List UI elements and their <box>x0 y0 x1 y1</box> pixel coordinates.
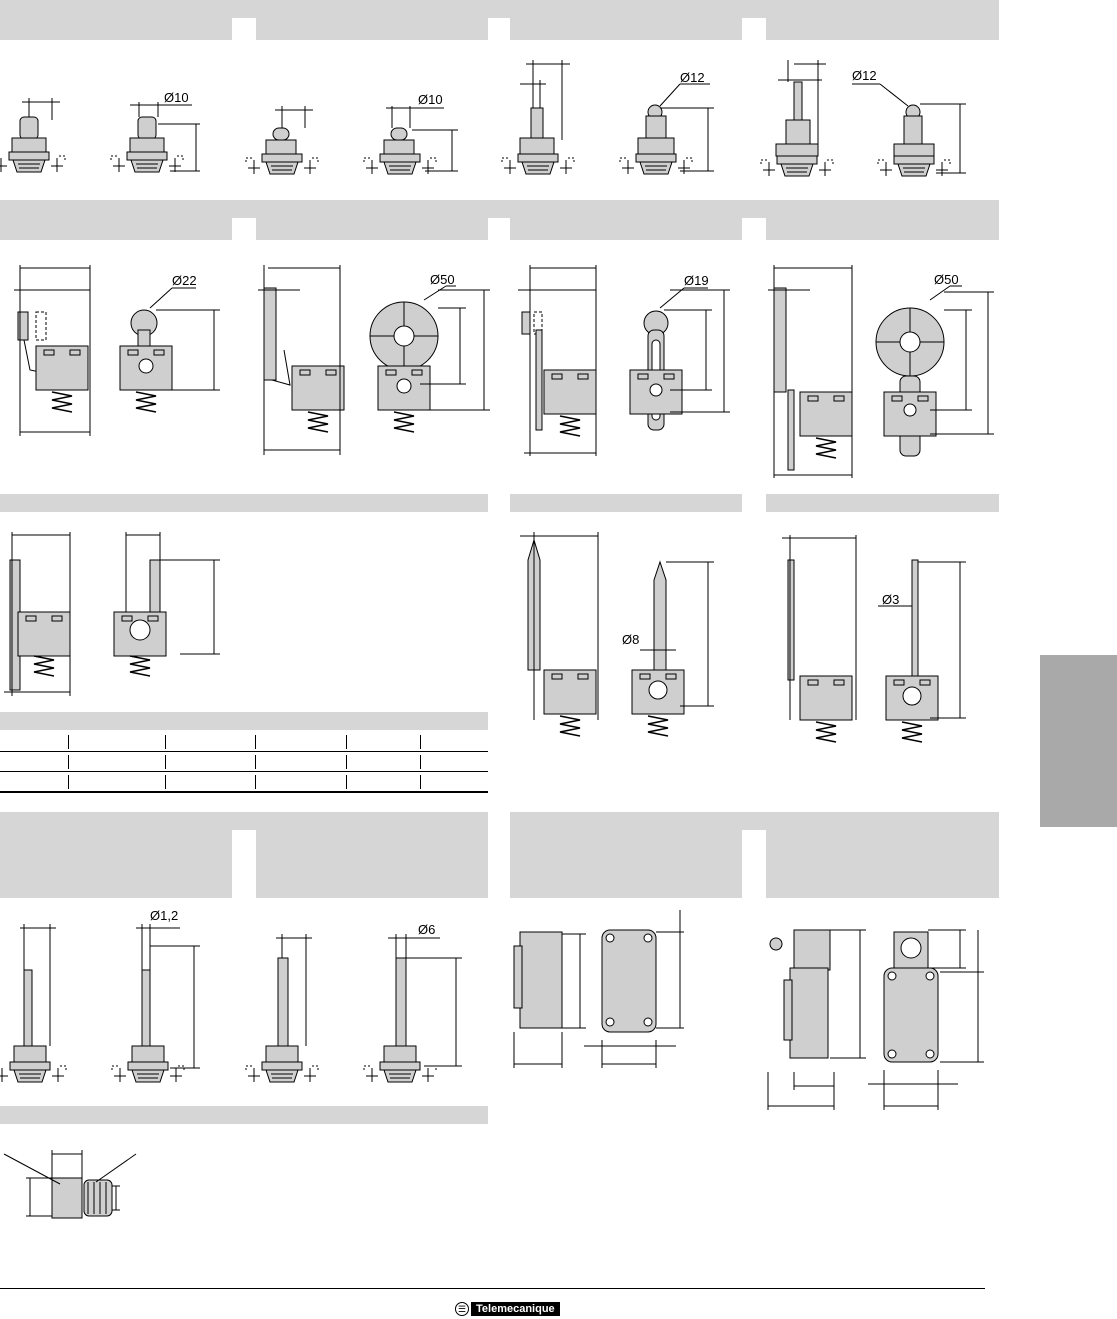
footer-rule <box>0 1288 985 1289</box>
spring-rod-side <box>520 532 599 737</box>
roller-lever-plunger-side <box>760 60 834 177</box>
table-row <box>0 772 488 793</box>
header-band-row1-e <box>766 18 999 40</box>
dimension-label: Ø12 <box>680 70 705 85</box>
switch-body-2-front <box>868 929 984 1110</box>
plunger-head-1-side <box>0 98 66 173</box>
spring-rod-front <box>631 560 714 737</box>
header-band-row4-e <box>510 830 742 898</box>
whisker-1-side <box>0 924 67 1083</box>
header-band-row4-d <box>510 812 999 830</box>
cable-gland <box>3 1150 137 1219</box>
plunger-head-2-side <box>245 106 319 175</box>
whisker-1-front <box>111 924 200 1083</box>
dimension-label: Ø3 <box>882 592 900 607</box>
brand-mark-icon: ☰ <box>455 1302 469 1316</box>
adjustable-roller-lever-side <box>518 265 597 456</box>
roller-lever-50-side <box>258 265 345 455</box>
roller-lever-plunger-front <box>852 83 966 177</box>
adjustable-roller-lever-front <box>629 287 730 431</box>
header-band-row2-e <box>766 218 999 240</box>
roller-lever-50-front <box>369 285 490 433</box>
dimension-label: Ø10 <box>418 92 443 107</box>
roller-lever-22-front <box>119 287 220 413</box>
header-band-row2-d <box>510 218 742 240</box>
section-side-tab <box>1040 655 1117 827</box>
dimension-label: Ø8 <box>622 632 640 647</box>
dimension-label: Ø6 <box>418 922 436 937</box>
brand-logo: ☰ Telemecanique <box>455 1302 560 1316</box>
header-band-row1-d <box>510 18 742 40</box>
plunger-head-2-front <box>363 106 458 175</box>
rod-lever-side <box>4 532 71 696</box>
dimension-label: Ø50 <box>934 272 959 287</box>
switch-body-side <box>513 931 586 1068</box>
switch-body-2-side <box>767 929 866 1110</box>
header-band-row4-a <box>0 812 488 830</box>
header-band-row2-b <box>0 218 232 240</box>
header-band-row4-c <box>256 830 488 898</box>
header-band-row1-b <box>0 0 999 18</box>
adjustable-roller-lever-50-side <box>768 265 853 478</box>
switch-body-front <box>584 910 684 1068</box>
brand-name: Telemecanique <box>471 1302 560 1316</box>
dimension-label: Ø22 <box>172 273 197 288</box>
roller-plunger-side <box>501 60 575 175</box>
rod-lever-front <box>113 532 220 677</box>
table-row <box>0 732 488 752</box>
header-band-row5 <box>0 1106 488 1124</box>
header-band-row1-c <box>256 18 488 40</box>
whisker-2-front <box>363 934 462 1083</box>
cat-whisker-side <box>782 535 857 743</box>
header-band-row3-c <box>766 494 999 512</box>
dimension-label: Ø10 <box>164 90 189 105</box>
dimension-label: Ø19 <box>684 273 709 288</box>
dimension-label: Ø1,2 <box>150 908 179 923</box>
roller-lever-22-side <box>14 265 91 436</box>
header-band-row4-f <box>766 830 999 898</box>
dimension-label: Ø50 <box>430 272 455 287</box>
header-band-row2-c <box>256 218 488 240</box>
header-band-row3-a <box>0 494 488 512</box>
table-row <box>0 752 488 772</box>
header-band-row4-b <box>0 830 232 898</box>
header-band-row2-a <box>0 200 999 218</box>
plunger-head-1-front <box>110 102 200 173</box>
cat-whisker-front <box>878 559 966 743</box>
dimension-label: Ø12 <box>852 68 877 83</box>
adjustable-roller-lever-50-front <box>875 285 994 457</box>
table-header-band <box>0 712 488 730</box>
roller-plunger-front <box>619 83 714 175</box>
header-band-row3-b <box>510 494 742 512</box>
whisker-2-side <box>245 934 319 1083</box>
